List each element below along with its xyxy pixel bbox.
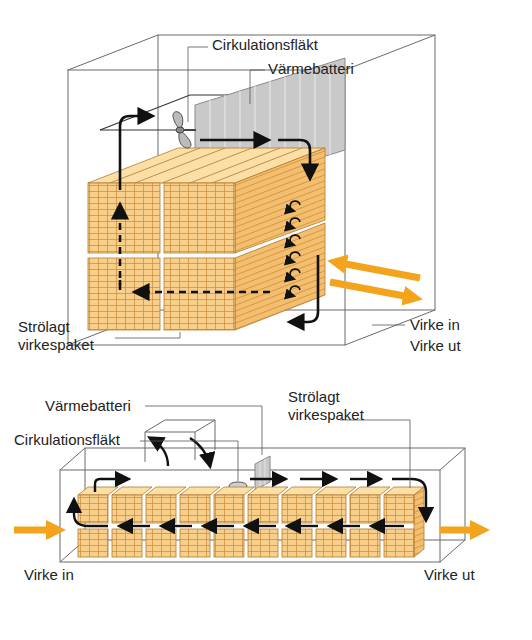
- leader-lines: [115, 47, 405, 338]
- part-label: Virke ut: [410, 337, 461, 355]
- part-label: Virke in: [410, 316, 460, 334]
- tunnel-heat-exchanger: [255, 456, 270, 490]
- part-label: Virke ut: [424, 566, 475, 584]
- lumber-stack: [88, 148, 325, 330]
- tunnel-load-arrows: [14, 527, 482, 534]
- circulation-fan: [173, 112, 196, 148]
- part-label: Cirkulationsfläkt: [212, 36, 318, 54]
- tunnel-housing: [60, 448, 465, 562]
- part-label: Virke in: [24, 566, 74, 584]
- duct-airflow: [150, 438, 210, 466]
- tunnel-airflow: [74, 479, 426, 526]
- tunnel-leader-lines: [140, 406, 410, 488]
- load-arrows: [330, 262, 420, 298]
- kiln-housing: [68, 35, 435, 345]
- part-label: Värmebatteri: [45, 397, 131, 415]
- part-label: Strölagt virkespaket: [288, 388, 383, 424]
- part-label: Cirkulationsfläkt: [14, 431, 120, 449]
- part-label: Strölagt virkespaket: [18, 318, 113, 354]
- airflow-arrows: [120, 116, 318, 322]
- part-label: Värmebatteri: [268, 60, 354, 78]
- tunnel-lumber-stacks: [78, 487, 424, 557]
